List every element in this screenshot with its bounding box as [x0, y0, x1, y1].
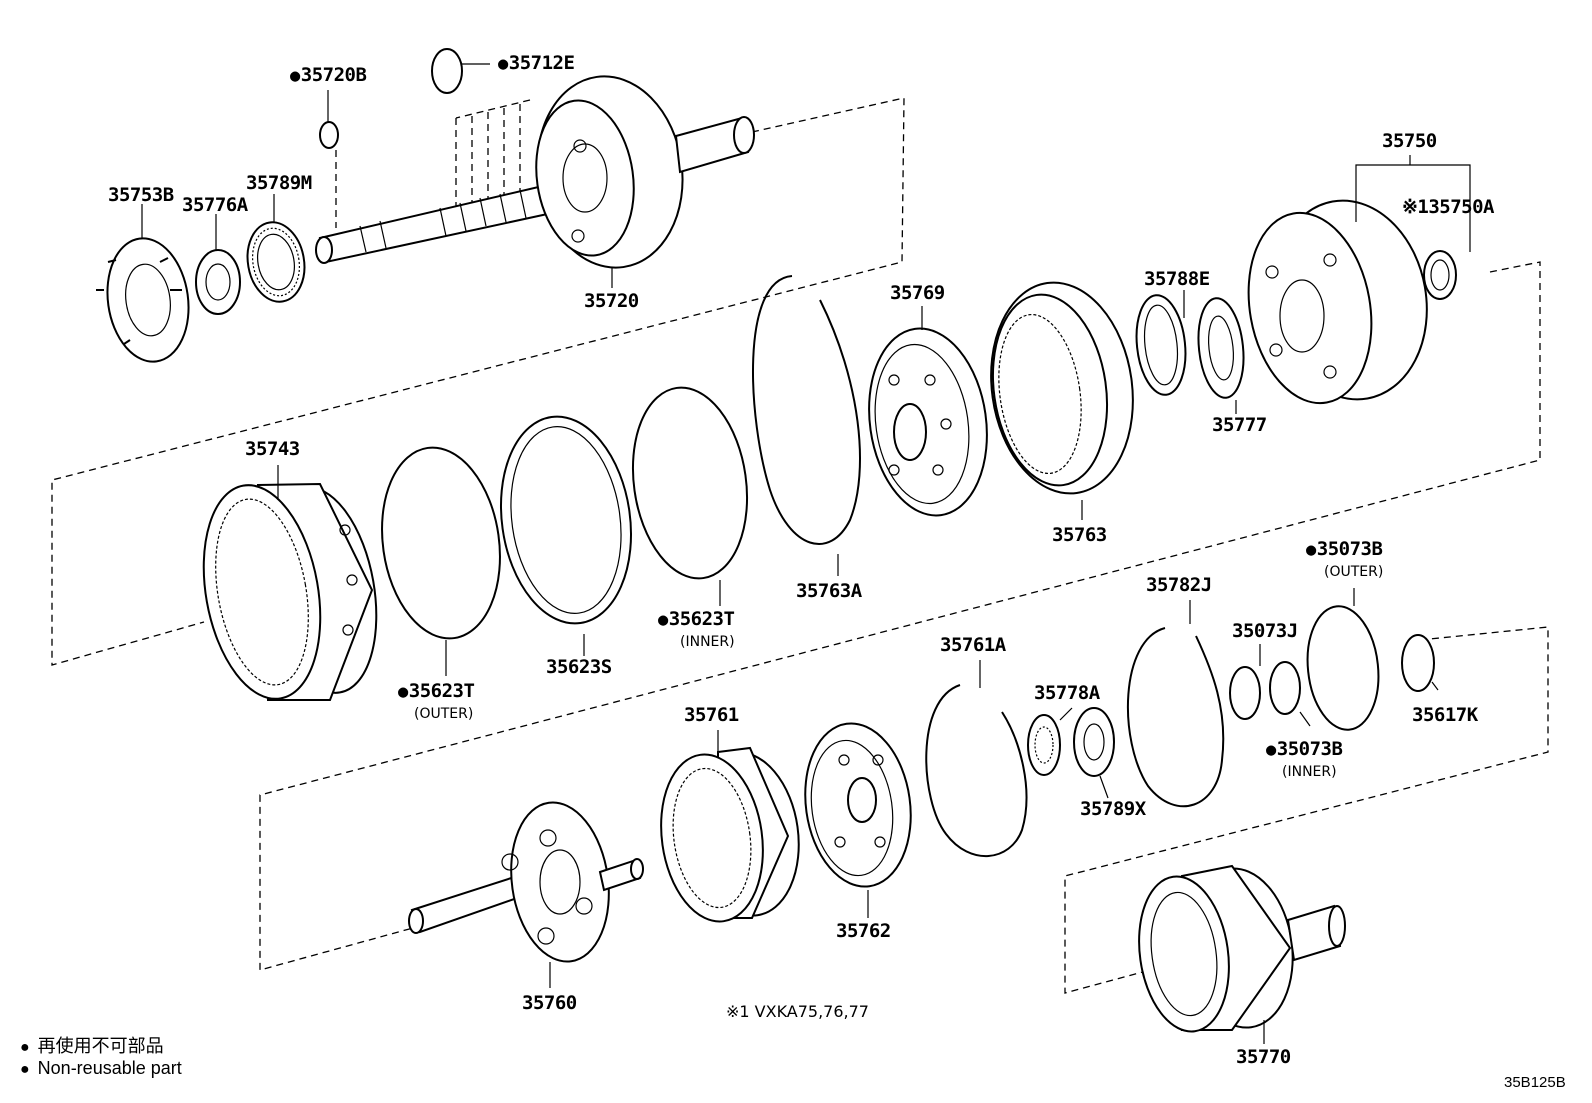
part-35073B-outer-o-ring [1306, 605, 1380, 731]
label-35788E: 35788E [1144, 268, 1210, 290]
part-35761-ring-gear [660, 746, 800, 923]
legend-jp-text: 再使用不可部品 [37, 1036, 164, 1056]
diagram-code: 35B125B [1504, 1074, 1566, 1091]
label-35760: 35760 [522, 992, 577, 1014]
part-35623T-inner-o-ring [631, 386, 749, 580]
label-35778A: 35778A [1034, 682, 1100, 704]
label-35720B: 35720B [290, 64, 367, 86]
part-35770-intermediate-shaft-drum [1138, 864, 1346, 1033]
label-35623T-outer: 35623T [398, 680, 475, 702]
label-35763A: 35763A [796, 580, 862, 602]
label-35777: 35777 [1212, 414, 1267, 436]
part-35778A-needle-bearing [1027, 714, 1061, 776]
part-35769-sun-gear-drum [868, 327, 988, 517]
part-35753B-thrust-plate [96, 237, 190, 363]
part-35776A-thrust-washer [195, 249, 241, 315]
leader-lines [141, 63, 1471, 1044]
part-35720B-seal-ring [319, 121, 339, 149]
part-35623S-piston-ring [499, 415, 633, 625]
part-35763-ring-gear [990, 281, 1134, 495]
part-35073B-inner-o-ring [1269, 661, 1301, 715]
label-35770: 35770 [1236, 1046, 1291, 1068]
label-35776A: 35776A [182, 194, 248, 216]
label-35623T-inner-sub: (INNER) [680, 634, 735, 650]
label-35761A: 35761A [940, 634, 1006, 656]
label-35769: 35769 [890, 282, 945, 304]
label-35720: 35720 [584, 290, 639, 312]
legend-en-text: Non-reusable part [37, 1058, 182, 1078]
label-35763: 35763 [1052, 524, 1107, 546]
part-35761A-snap-ring [925, 684, 1028, 858]
label-35750: 35750 [1382, 130, 1437, 152]
part-35623T-outer-o-ring [381, 446, 501, 640]
part-35782J-snap-ring [1127, 627, 1225, 808]
label-35623S: 35623S [546, 656, 612, 678]
label-35761: 35761 [684, 704, 739, 726]
part-35763A-snap-ring [752, 275, 861, 545]
legend-en: ● Non-reusable part [20, 1058, 182, 1079]
part-35617K-seal-ring [1401, 634, 1435, 692]
label-35789X: 35789X [1080, 798, 1146, 820]
label-35073B-inner-sub: (INNER) [1282, 764, 1337, 780]
label-35073B-inner: 35073B [1266, 738, 1343, 760]
label-35073B-outer-sub: (OUTER) [1324, 564, 1384, 580]
label-35623T-inner: 35623T [658, 608, 735, 630]
bullet-icon: ● [20, 1061, 30, 1078]
part-35750-rear-planetary-carrier [1247, 199, 1457, 405]
bullet-icon: ● [20, 1039, 30, 1056]
part-35073J-seal-ring [1229, 666, 1261, 720]
applicability-footnote: ※1 VXKA75,76,77 [726, 1002, 869, 1021]
part-35743-clutch-drum [202, 482, 378, 701]
legend-jp: ● 再使用不可部品 [20, 1032, 164, 1058]
label-35762: 35762 [836, 920, 891, 942]
label-35782J: 35782J [1146, 574, 1212, 596]
label-35743: 35743 [245, 438, 300, 460]
label-35617K: 35617K [1412, 704, 1478, 726]
label-35073J: 35073J [1232, 620, 1298, 642]
part-35789X-thrust-washer [1073, 707, 1115, 777]
part-35712E-seal-ring [431, 48, 463, 94]
label-35712E: 35712E [498, 52, 575, 74]
group-boundary-middle [259, 261, 1541, 971]
label-35623T-outer-sub: (OUTER) [414, 706, 474, 722]
part-35777-thrust-bearing [1197, 297, 1245, 399]
label-35073B-outer: 35073B [1306, 538, 1383, 560]
part-35762-clutch-hub [804, 722, 912, 888]
group-boundary-upper [51, 97, 905, 666]
label-35750A: ※135750A [1402, 196, 1495, 218]
part-35760-front-planetary-carrier [408, 801, 644, 963]
label-35753B: 35753B [108, 184, 174, 206]
part-35720-input-shaft-carrier [315, 75, 755, 269]
part-35788E-thrust-washer [1135, 294, 1187, 396]
shaft-ring-leaders [335, 99, 531, 228]
label-35789M: 35789M [246, 172, 312, 194]
part-35789M-needle-bearing [246, 221, 306, 303]
